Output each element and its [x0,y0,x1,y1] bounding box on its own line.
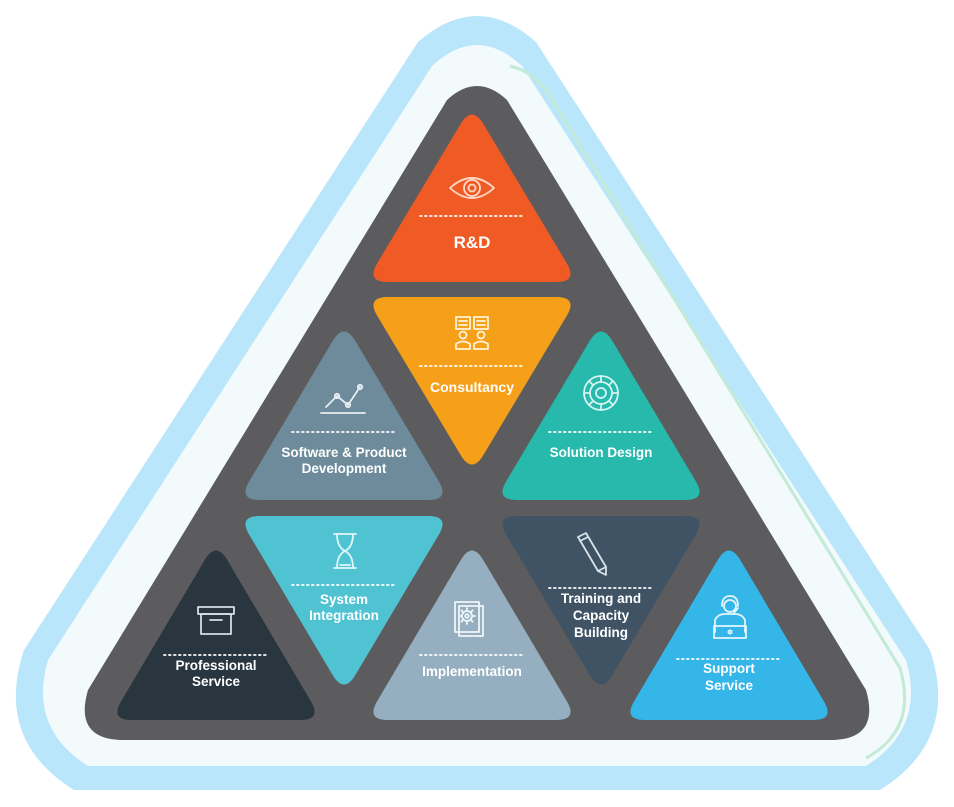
support-agent-icon [713,595,747,639]
segment-solution: Solution Design [502,331,700,500]
segment-implementation-label: Implementation [422,664,522,679]
segment-consultancy-triangle [373,297,571,465]
pencil-icon [577,532,607,576]
segment-professional-triangle [117,550,315,720]
hourglass-icon [333,533,357,569]
line-graph-icon [320,383,366,414]
segment-rnd-label: R&D [454,233,491,252]
eye-icon [449,177,495,199]
segment-integration-triangle [245,516,443,685]
segment-training-triangle [502,516,700,685]
segment-solution-label: Solution Design [550,445,653,460]
consultation-icon [455,316,489,350]
segment-rnd: R&D [373,114,571,282]
segment-solution-triangle [502,331,700,500]
segment-consultancy-label: Consultancy [430,379,514,395]
green-outline-triangle [509,64,907,760]
segment-software-triangle [245,331,443,500]
segment-consultancy: Consultancy [373,297,571,465]
segment-support-triangle [630,550,828,720]
target-wheel-icon [583,375,619,411]
segment-implementation: Implementation [373,550,571,720]
gear-documents-icon [454,601,484,637]
archive-box-icon [197,606,235,635]
